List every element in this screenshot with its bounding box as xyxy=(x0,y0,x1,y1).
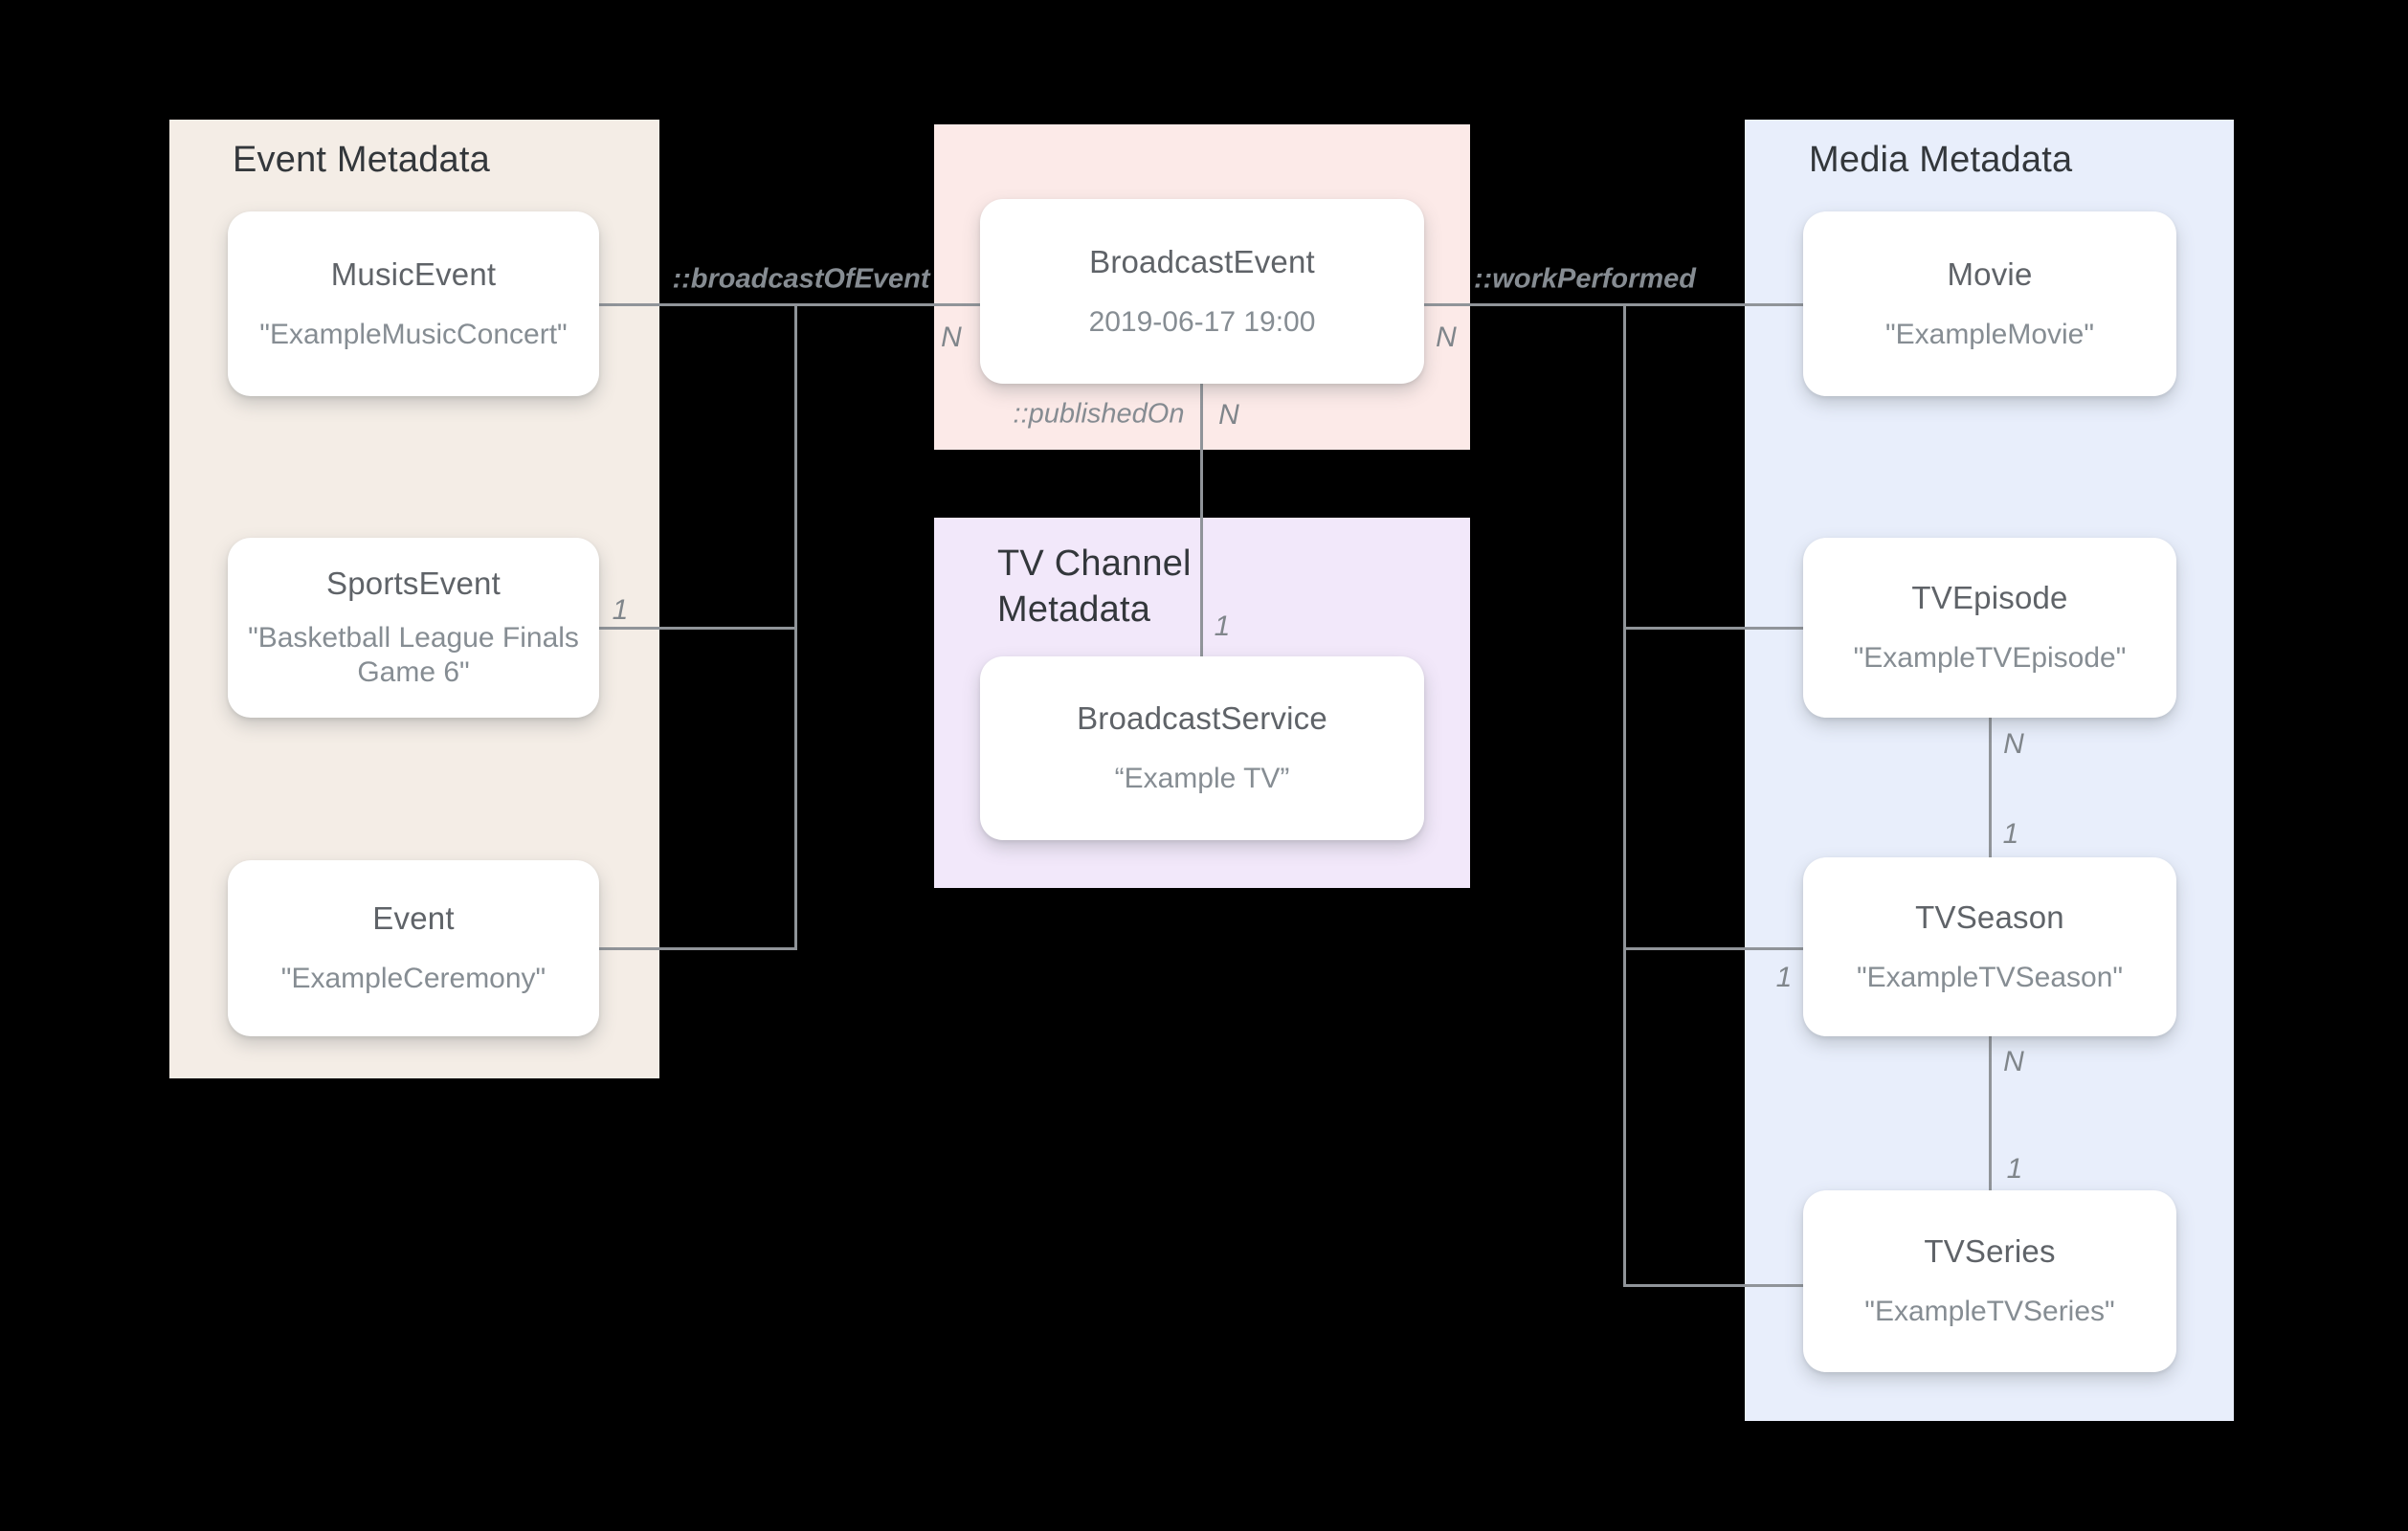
node-movie-title: Movie xyxy=(1947,255,2033,292)
edge-broadcast-of-event-line xyxy=(599,303,980,306)
cardinality-tv-episode-n: N xyxy=(2003,728,2024,760)
cardinality-published-on-n: N xyxy=(1218,399,1239,431)
node-tv-series: TVSeries "ExampleTVSeries" xyxy=(1803,1190,2176,1372)
node-broadcast-service-value: “Example TV” xyxy=(1114,763,1290,794)
node-event: Event "ExampleCeremony" xyxy=(228,860,599,1036)
node-sports-event-value: "Basketball League Finals Game 6" xyxy=(248,622,579,688)
edge-tv-episode-line xyxy=(1623,627,1803,630)
node-tv-season-title: TVSeason xyxy=(1915,899,2064,935)
node-music-event-title: MusicEvent xyxy=(330,255,497,292)
node-movie: Movie "ExampleMovie" xyxy=(1803,211,2176,396)
node-tv-episode: TVEpisode "ExampleTVEpisode" xyxy=(1803,538,2176,718)
edge-label-broadcast-of-event: ::broadcastOfEvent xyxy=(672,263,930,295)
node-music-event-value: "ExampleMusicConcert" xyxy=(259,318,568,350)
region-title-tv-channel-metadata: TV Channel Metadata xyxy=(997,544,1192,630)
node-broadcast-event-value: 2019-06-17 19:00 xyxy=(1088,305,1316,338)
node-tv-episode-value: "ExampleTVEpisode" xyxy=(1853,642,2127,674)
node-music-event: MusicEvent "ExampleMusicConcert" xyxy=(228,211,599,396)
edge-work-performed-line xyxy=(1424,303,1803,306)
cardinality-broadcast-left-n: N xyxy=(941,322,962,353)
node-event-title: Event xyxy=(372,900,455,936)
cardinality-tv-series-top-1: 1 xyxy=(2006,1153,2023,1185)
edge-tv-season-line xyxy=(1623,947,1803,950)
node-tv-season-value: "ExampleTVSeason" xyxy=(1856,961,2124,993)
edge-label-published-on: ::publishedOn xyxy=(1013,398,1185,430)
node-sports-event: SportsEvent "Basketball League Finals Ga… xyxy=(228,538,599,718)
node-tv-episode-title: TVEpisode xyxy=(1911,580,2068,615)
edge-label-work-performed: ::workPerformed xyxy=(1473,263,1697,295)
node-broadcast-event: BroadcastEvent 2019-06-17 19:00 xyxy=(980,199,1424,384)
edge-right-trunk-line xyxy=(1623,303,1626,1287)
node-sports-event-title: SportsEvent xyxy=(326,566,501,601)
edge-tv-series-line xyxy=(1623,1284,1803,1287)
node-event-value: "ExampleCeremony" xyxy=(280,963,546,994)
node-movie-value: "ExampleMovie" xyxy=(1884,318,2095,350)
edge-event-line xyxy=(599,947,797,950)
edge-sports-event-line xyxy=(599,627,797,630)
cardinality-tv-season-n: N xyxy=(2003,1046,2024,1077)
edge-episode-season-line xyxy=(1989,718,1992,857)
cardinality-broadcast-service-1: 1 xyxy=(1214,610,1231,642)
cardinality-tv-season-left-1: 1 xyxy=(1775,962,1793,993)
cardinality-broadcast-right-n: N xyxy=(1436,322,1457,353)
node-tv-series-value: "ExampleTVSeries" xyxy=(1864,1296,2115,1327)
region-title-event-metadata: Event Metadata xyxy=(233,140,490,180)
edge-season-series-line xyxy=(1989,1036,1992,1190)
cardinality-tv-season-top-1: 1 xyxy=(2002,818,2019,850)
node-tv-series-title: TVSeries xyxy=(1924,1233,2056,1269)
node-tv-season: TVSeason "ExampleTVSeason" xyxy=(1803,857,2176,1036)
node-broadcast-service: BroadcastService “Example TV” xyxy=(980,656,1424,840)
node-broadcast-service-title: BroadcastService xyxy=(1077,700,1327,736)
cardinality-sports-event-1: 1 xyxy=(612,594,629,626)
node-broadcast-event-title: BroadcastEvent xyxy=(1089,243,1315,279)
region-title-media-metadata: Media Metadata xyxy=(1809,140,2073,180)
edge-published-on-line xyxy=(1200,384,1203,656)
